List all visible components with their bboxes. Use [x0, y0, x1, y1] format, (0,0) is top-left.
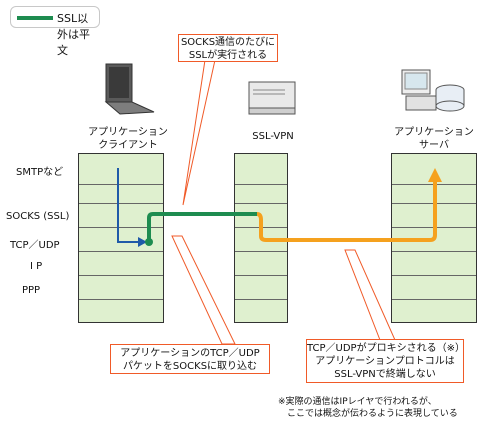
server-label: アプリケーション サーバ — [394, 127, 474, 151]
server-protocol-stack — [391, 153, 477, 323]
protocol-label-ppp: PPP — [22, 285, 41, 296]
bottom-right-callout-pointer — [344, 249, 396, 341]
protocol-label-tcp-udp: TCP／UDP — [10, 240, 60, 251]
bottom-right-callout: TCP／UDPがプロキシされる（※） アプリケーションプロトコルは SSL-VP… — [306, 339, 465, 383]
laptop-icon — [104, 63, 155, 115]
bottom-left-callout: アプリケーションのTCP／UDP パケットをSOCKSに取り込む — [110, 344, 270, 374]
vpn-label: SSL-VPN — [252, 131, 294, 142]
protocol-label-ip: I P — [30, 261, 43, 272]
vpn-protocol-stack — [234, 153, 288, 323]
legend-ssl-line — [17, 16, 53, 20]
server-icon — [401, 69, 465, 112]
top-callout-pointer — [182, 59, 216, 206]
client-protocol-stack — [78, 153, 164, 323]
top-callout: SOCKS通信のたびに SSLが実行される — [178, 34, 278, 62]
protocol-label-application: SMTPなど — [16, 167, 64, 178]
client-label: アプリケーション クライアント — [88, 127, 168, 151]
legend-label: SSL以外は平文 — [57, 12, 90, 57]
bottom-left-callout-pointer — [171, 235, 236, 345]
vpn-appliance-icon — [248, 81, 296, 115]
protocol-label-socks: SOCKS (SSL) — [6, 211, 70, 222]
legend: SSL以外は平文 — [10, 6, 100, 57]
footnote: ※実際の通信はIPレイヤで行われるが、 ここでは概念が伝わるように表現している — [278, 397, 458, 419]
